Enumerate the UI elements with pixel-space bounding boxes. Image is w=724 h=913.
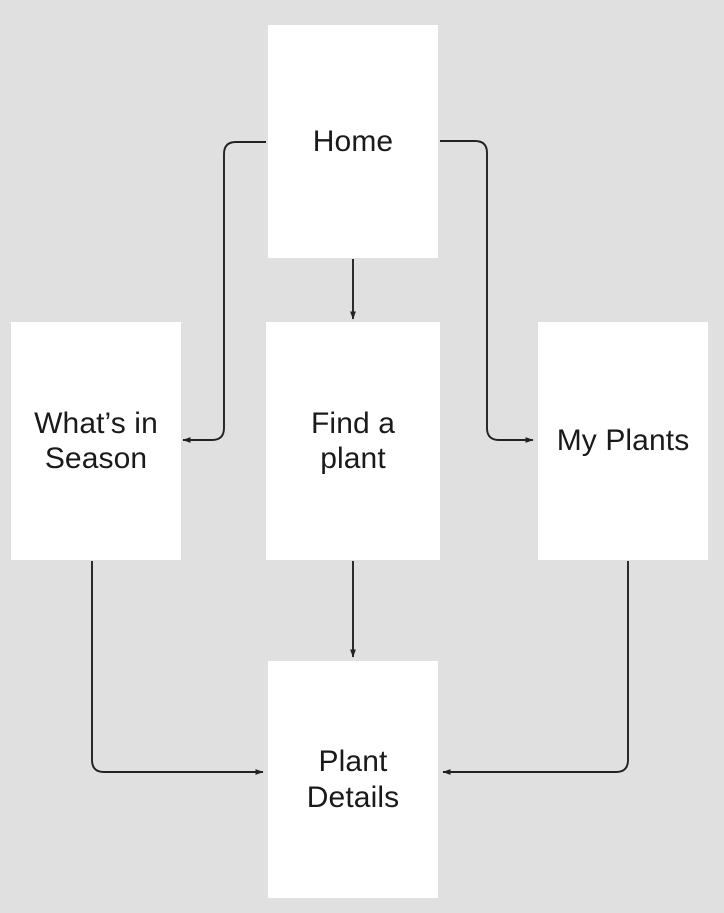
flow-node-home-label: Home — [312, 124, 394, 158]
edge-home-to-myplants — [440, 140, 534, 443]
flow-node-plant-details[interactable]: Plant Details — [268, 661, 438, 898]
flow-node-whats-in-season[interactable]: What’s in Season — [11, 322, 181, 560]
flow-node-whats-in-season-label: What’s in Season — [34, 406, 158, 475]
flow-node-plant-details-label: Plant Details — [306, 745, 400, 814]
flow-node-my-plants-label: My Plants — [556, 424, 690, 458]
flow-node-home[interactable]: Home — [268, 25, 438, 258]
edge-myplants-to-details — [442, 561, 629, 775]
flow-node-find-a-plant[interactable]: Find a plant — [266, 322, 440, 560]
edge-season-to-details — [91, 561, 264, 775]
flow-node-my-plants[interactable]: My Plants — [538, 322, 708, 560]
flow-node-find-a-plant-label: Find a plant — [311, 406, 395, 475]
edge-home-to-season — [182, 141, 266, 443]
